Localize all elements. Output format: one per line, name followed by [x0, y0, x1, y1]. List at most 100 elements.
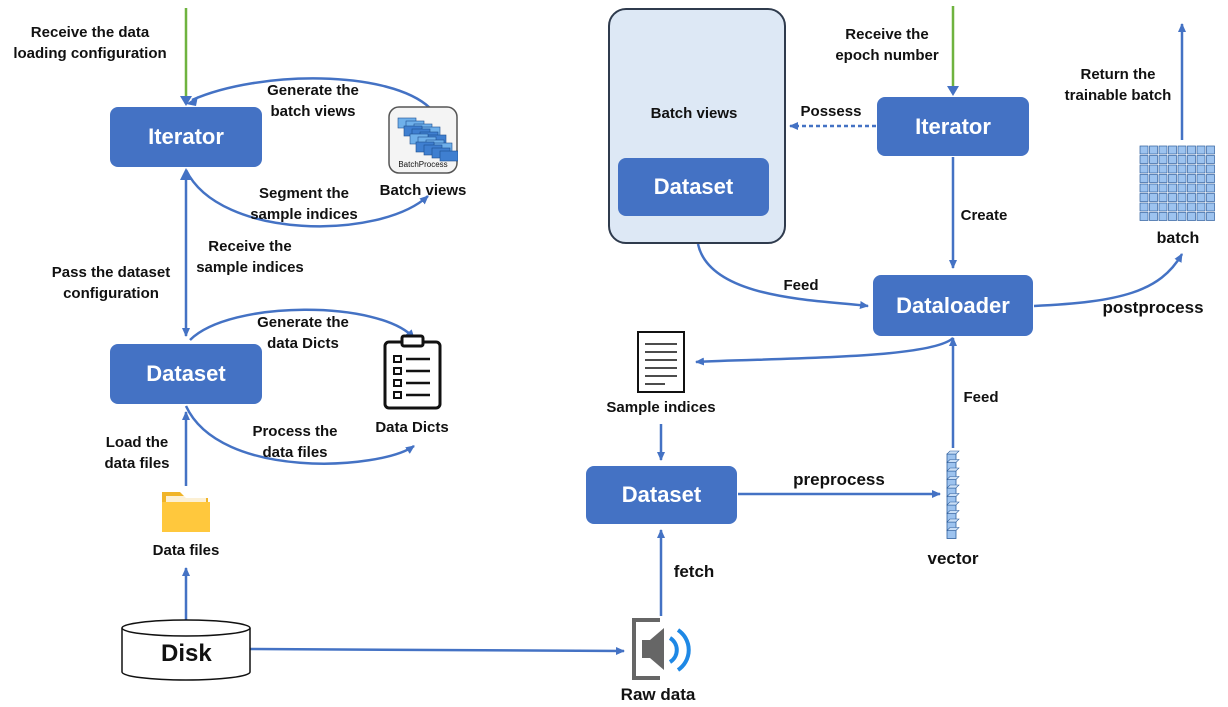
batch-cell — [1168, 193, 1177, 202]
batch-cell — [1149, 202, 1158, 212]
vector-cell-top — [946, 510, 960, 514]
batch-cell — [1206, 164, 1215, 174]
iterator-box-left: Iterator — [110, 107, 262, 167]
dataloader-box: Dataloader — [873, 275, 1033, 336]
label-feed-top: Feed — [783, 277, 819, 294]
batch-cell — [1139, 183, 1149, 193]
label-batch-views-left: Batch views — [379, 182, 467, 199]
batch-cell — [1187, 212, 1196, 221]
label-fetch: fetch — [673, 562, 715, 581]
batch-cell — [1177, 155, 1187, 164]
batch-cell — [1139, 193, 1149, 202]
vector-cell-top — [946, 501, 960, 506]
label-line: batch views — [270, 103, 356, 120]
batch-cell — [1196, 183, 1206, 193]
batch-cell — [1158, 155, 1168, 164]
vector-cell-top — [946, 450, 960, 455]
batch-cell — [1196, 145, 1206, 155]
batch-cell — [1177, 183, 1187, 193]
batch-cell — [1139, 174, 1149, 183]
batch-cell — [1139, 155, 1149, 164]
disk-label: Disk — [161, 640, 212, 667]
batch-cell — [1168, 145, 1177, 155]
vector-cell-top — [946, 527, 960, 531]
batch-cell — [1187, 174, 1196, 183]
batch-cell — [1168, 155, 1177, 164]
batch-cell — [1177, 145, 1187, 155]
batch-grid-icon — [1139, 145, 1215, 221]
batch-cell — [1139, 164, 1149, 174]
label-line: Load the — [105, 434, 169, 451]
batch-cell — [1149, 174, 1158, 183]
batch-cell — [1196, 193, 1206, 202]
batch-cell — [1158, 183, 1168, 193]
label-line: sample indices — [196, 259, 304, 276]
label-create: Create — [960, 207, 1008, 224]
batch-cell — [1187, 193, 1196, 202]
dataset-box-top: Dataset — [618, 158, 769, 216]
batch-cell — [1177, 193, 1187, 202]
label-process-files: Process the data files — [240, 421, 350, 463]
vector-cell-top — [946, 467, 960, 472]
label-segment-indices: Segment the sample indices — [240, 183, 368, 225]
batch-cell — [1187, 155, 1196, 164]
batch-cell — [1187, 183, 1196, 193]
batch-cell — [1196, 212, 1206, 221]
label-possess: Possess — [800, 103, 862, 120]
label-receive-config: Receive the data loading configuration — [0, 22, 180, 64]
label-line: data files — [262, 444, 328, 461]
batch-cell — [1158, 164, 1168, 174]
batch-cell — [1158, 202, 1168, 212]
label-line: Receive the — [208, 238, 292, 255]
label-line: configuration — [63, 285, 159, 302]
batch-cell — [1149, 212, 1158, 221]
label-line: Segment the — [258, 185, 349, 202]
label-line: trainable batch — [1064, 87, 1172, 104]
batch-cell — [1168, 212, 1177, 221]
vector-cell-top — [946, 459, 960, 463]
label-generate-batch-views: Generate the batch views — [254, 80, 372, 122]
batch-cell — [1206, 183, 1215, 193]
label-line: sample indices — [250, 206, 358, 223]
batch-cell — [1139, 145, 1149, 155]
batch-cell — [1168, 202, 1177, 212]
batch-cell — [1168, 174, 1177, 183]
label-line: data Dicts — [267, 335, 339, 352]
batch-cell — [1177, 202, 1187, 212]
batch-cell — [1149, 183, 1158, 193]
label-vector: vector — [927, 549, 979, 568]
arrow-generate-dicts — [189, 308, 415, 341]
label-receive-epoch: Receive the epoch number — [822, 24, 952, 66]
arrow-postprocess — [1033, 253, 1184, 308]
batch-cell — [1149, 155, 1158, 164]
dataset-box-bottom: Dataset — [586, 466, 737, 524]
arrow-disk-raw — [249, 646, 625, 655]
batch-cell — [1206, 202, 1215, 212]
batch-cell — [1158, 193, 1168, 202]
vector-cell — [946, 530, 957, 539]
label-line: Generate the — [267, 82, 359, 99]
label-feed-right: Feed — [963, 389, 999, 406]
label-batch: batch — [1156, 230, 1200, 247]
vector-cell-top — [946, 493, 960, 497]
batch-cell — [1206, 193, 1215, 202]
batch-cell — [1187, 164, 1196, 174]
batch-cell — [1158, 174, 1168, 183]
label-line: Receive the data — [30, 24, 150, 41]
arrow-segment-indices — [184, 169, 429, 228]
clipboard-icon — [383, 334, 442, 410]
iterator-box-right: Iterator — [877, 97, 1029, 156]
vector-cell-top — [946, 484, 960, 489]
batch-cell — [1139, 202, 1149, 212]
folder-icon — [162, 492, 210, 532]
batch-cell — [1168, 183, 1177, 193]
batch-cell — [1206, 155, 1215, 164]
batch-cell — [1158, 145, 1168, 155]
label-data-files: Data files — [152, 542, 220, 559]
batch-cell — [1187, 202, 1196, 212]
batch-cell — [1206, 145, 1215, 155]
batch-cell — [1206, 212, 1215, 221]
label-load-files: Load the data files — [92, 432, 182, 474]
disk-icon — [121, 619, 251, 681]
batch-cell — [1196, 202, 1206, 212]
